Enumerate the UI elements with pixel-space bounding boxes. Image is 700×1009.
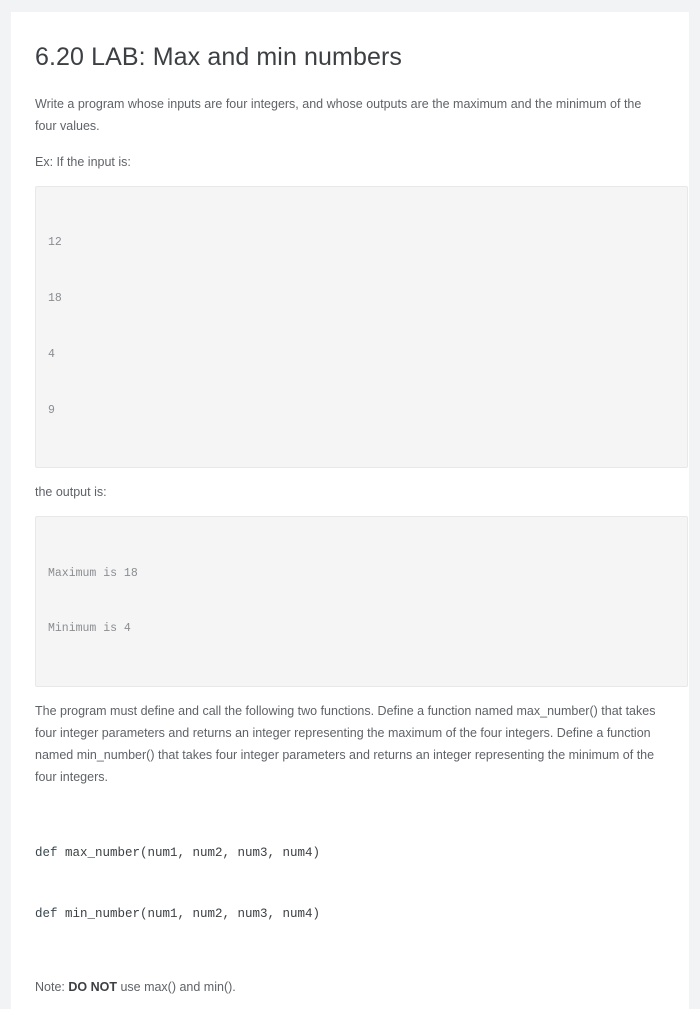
example-output-code-block: Maximum is 18 Minimum is 4 bbox=[35, 516, 688, 688]
code-line: Minimum is 4 bbox=[48, 622, 131, 636]
example-input-code-block: 12 18 4 9 bbox=[35, 185, 688, 469]
code-line: 9 bbox=[48, 403, 55, 417]
lab-intro-paragraph: Write a program whose inputs are four in… bbox=[35, 97, 642, 133]
code-line: Maximum is 18 bbox=[48, 566, 138, 580]
lab-content-card: 6.20 LAB: Max and min numbers Write a pr… bbox=[11, 12, 689, 1009]
function-signature-body: max_number(num1, num2, num3, num4) bbox=[57, 846, 321, 861]
function-signature: def min_number(num1, num2, num3, num4) bbox=[35, 904, 665, 924]
example-output-prompt: the output is: bbox=[35, 485, 107, 500]
note-suffix: use max() and min(). bbox=[116, 979, 236, 994]
def-keyword: def bbox=[35, 907, 58, 921]
function-signature-body: min_number(num1, num2, num3, num4) bbox=[57, 907, 321, 921]
function-signature-list: def max_number(num1, num2, num3, num4) d… bbox=[35, 803, 665, 965]
code-line: 12 bbox=[48, 235, 62, 249]
def-keyword: def bbox=[35, 846, 58, 861]
page-title: 6.20 LAB: Max and min numbers bbox=[35, 43, 402, 71]
note-emphasis: DO NOT bbox=[68, 979, 117, 994]
example-input-prompt: Ex: If the input is: bbox=[35, 154, 131, 169]
code-line: 4 bbox=[48, 347, 55, 361]
lab-note: Note: DO NOT use max() and min(). bbox=[35, 977, 665, 999]
code-line: 18 bbox=[48, 291, 62, 305]
lab-requirements-paragraph: The program must define and call the fol… bbox=[35, 704, 656, 784]
note-prefix: Note: bbox=[35, 979, 69, 994]
function-signature: def max_number(num1, num2, num3, num4) bbox=[35, 843, 665, 863]
